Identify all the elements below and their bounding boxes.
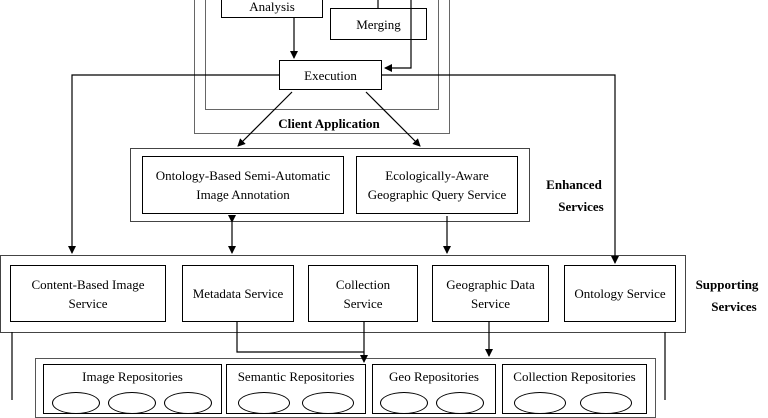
geographic-query-line1: Ecologically-Aware xyxy=(385,168,489,183)
geographic-query-line2: Geographic Query Service xyxy=(367,187,507,202)
collection-service-line2: Service xyxy=(343,295,383,311)
metadata-service-label: Metadata Service xyxy=(192,286,284,301)
semantic-repositories-title: Semantic Repositories xyxy=(237,369,355,384)
image-annotation-line2: Image Annotation xyxy=(196,187,290,202)
image-annotation-line1: Ontology-Based Semi-Automatic xyxy=(155,168,331,183)
metadata-to-repositories-connector xyxy=(236,322,364,353)
enhanced-services-label-line2: Services xyxy=(558,199,604,214)
image-annotation-box: Ontology-Based Semi-Automatic Image Anno… xyxy=(142,156,344,214)
geographic-data-line1: Geographic Data xyxy=(446,276,535,292)
supporting-services-label-line2: Services xyxy=(711,299,757,314)
metadata-service-box: Metadata Service xyxy=(182,265,294,322)
connector-arrows xyxy=(11,0,666,400)
execution-to-annotation-arrow xyxy=(237,91,293,147)
execution-box: Execution xyxy=(279,60,382,90)
client-application-inner-frame xyxy=(205,0,439,110)
geographic-data-line2: Service xyxy=(471,295,510,311)
client-application-outer-frame xyxy=(194,0,450,134)
geographic-query-service-box: Ecologically-Aware Geographic Query Serv… xyxy=(356,156,518,214)
content-based-image-line1: Content-Based Image xyxy=(31,276,145,292)
execution-to-right-supporting-arrow xyxy=(382,74,619,264)
collection-repositories-title: Collection Repositories xyxy=(513,369,636,384)
client-application-title: Client Application xyxy=(278,115,380,131)
merging-to-execution-arrow xyxy=(384,0,412,72)
geographic-data-service-box: Geographic Data Service xyxy=(432,265,549,322)
geo-repositories-title: Geo Repositories xyxy=(389,369,479,384)
merging-label: Merging xyxy=(356,16,401,32)
ontology-service-label: Ontology Service xyxy=(574,286,666,301)
supporting-services-frame xyxy=(0,255,686,333)
enhanced-services-frame xyxy=(130,148,530,222)
collection-service-box: Collection Service xyxy=(308,265,418,322)
execution-label: Execution xyxy=(304,67,357,83)
ontology-service-box: Ontology Service xyxy=(564,265,676,322)
execution-to-left-supporting-arrow xyxy=(68,74,279,254)
enhanced-services-label-line1: Enhanced xyxy=(546,177,602,192)
enhanced-services-label: Enhanced Services xyxy=(534,174,614,218)
image-repositories-title: Image Repositories xyxy=(82,369,183,384)
collection-service-line1: Collection xyxy=(335,276,391,292)
content-based-image-line2: Service xyxy=(68,295,108,311)
analysis-label: Analysis xyxy=(249,0,295,14)
analysis-box: Analysis xyxy=(221,0,323,18)
execution-to-geo-query-arrow xyxy=(365,91,421,147)
supporting-services-label-line1: Supporting xyxy=(695,277,759,292)
supporting-services-label: Supporting Services xyxy=(686,274,768,318)
content-based-image-service-box: Content-Based Image Service xyxy=(10,265,166,322)
